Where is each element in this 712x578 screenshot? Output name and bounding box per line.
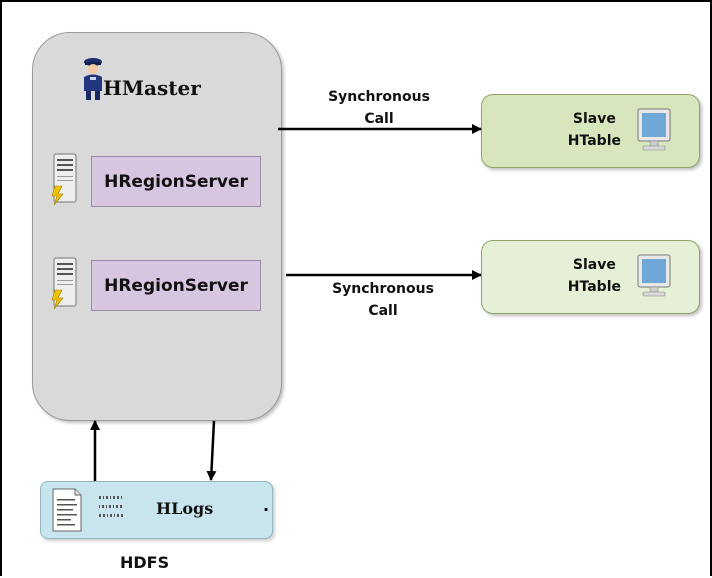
call-label-2-line1: Synchronous bbox=[332, 281, 434, 297]
binary-data-icon bbox=[99, 496, 123, 517]
slave-htable-box-2: Slave HTable bbox=[481, 240, 700, 314]
hregionserver-label-1: HRegionServer bbox=[104, 171, 248, 192]
guard-icon bbox=[84, 58, 102, 100]
hlogs-label: HLogs bbox=[156, 499, 214, 518]
call-label-1-line2: Call bbox=[364, 111, 394, 127]
hdfs-label: HDFS bbox=[120, 553, 170, 572]
monitor-icon bbox=[637, 254, 671, 297]
hmaster-title: HMaster bbox=[103, 76, 201, 100]
call-label-1-line1: Synchronous bbox=[328, 89, 430, 105]
slave-label-2-line2: HTable bbox=[567, 279, 621, 295]
hlogs-trailing-dot: . bbox=[263, 496, 270, 515]
document-icon bbox=[52, 488, 82, 532]
hlogs-box: HLogs . bbox=[40, 481, 273, 539]
slave-label-2-line1: Slave bbox=[572, 257, 616, 273]
call-label-2-line2: Call bbox=[368, 303, 398, 319]
arrow-hmaster-to-hlogs bbox=[206, 420, 217, 481]
call-label-2: Synchronous Call bbox=[313, 278, 453, 322]
slave-htable-box-1: Slave HTable bbox=[481, 94, 700, 168]
slave-label-2: Slave HTable bbox=[568, 254, 621, 298]
hmaster-container bbox=[32, 32, 282, 421]
server-icon bbox=[51, 153, 77, 206]
hregionserver-label-2: HRegionServer bbox=[104, 275, 248, 296]
server-icon bbox=[51, 257, 77, 310]
call-label-1: Synchronous Call bbox=[309, 86, 449, 130]
hregionserver-box-2: HRegionServer bbox=[91, 260, 261, 311]
slave-label-1-line1: Slave bbox=[572, 111, 616, 127]
slave-label-1-line2: HTable bbox=[567, 133, 621, 149]
monitor-icon bbox=[637, 108, 671, 151]
hregionserver-box-1: HRegionServer bbox=[91, 156, 261, 207]
slave-label-1: Slave HTable bbox=[568, 108, 621, 152]
